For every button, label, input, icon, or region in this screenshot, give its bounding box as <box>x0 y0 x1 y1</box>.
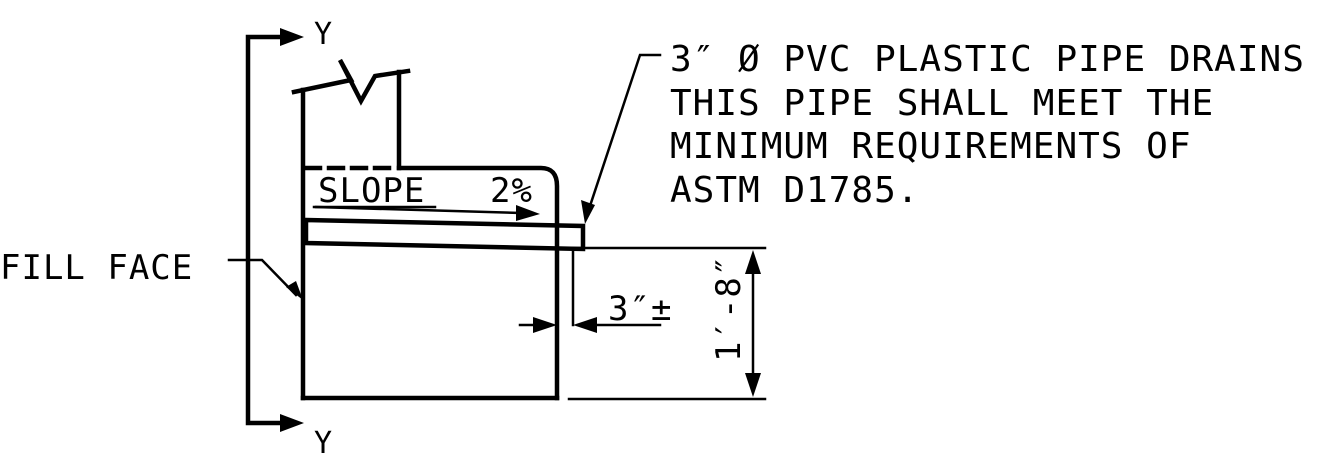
section-mark-bottom: Y <box>314 426 333 453</box>
fill-face-arrow <box>286 281 303 300</box>
break-line <box>291 58 411 106</box>
pipe-note: 3″ Ø PVC PLASTIC PIPE DRAINS THIS PIPE S… <box>670 39 1305 211</box>
slope-value: 2% <box>490 171 533 211</box>
note-line-4: ASTM D1785. <box>670 170 919 211</box>
section-arrow-bottom <box>280 414 304 432</box>
offset-dimension-text: 3″± <box>608 289 672 329</box>
height-dimension-text: 1′-8″ <box>709 255 749 362</box>
fill-face-label: FILL FACE <box>0 248 193 288</box>
slope-arrow <box>314 205 540 221</box>
section-arrow-top <box>280 28 304 46</box>
section-mark-top: Y <box>314 17 333 52</box>
wall-section <box>291 58 560 401</box>
note-line-2: THIS PIPE SHALL MEET THE <box>670 83 1214 124</box>
fill-face-leader <box>227 258 298 297</box>
slope-label: SLOPE <box>318 171 425 211</box>
section-cut-line <box>245 28 304 432</box>
note-line-3: MINIMUM REQUIREMENTS OF <box>670 126 1192 167</box>
pvc-drain-pipe <box>303 217 586 252</box>
note-line-1: 3″ Ø PVC PLASTIC PIPE DRAINS <box>670 39 1305 80</box>
height-dimension <box>567 246 767 401</box>
note-leader <box>586 53 662 214</box>
note-leader-arrow <box>581 200 595 224</box>
offset-dimension <box>518 250 662 333</box>
